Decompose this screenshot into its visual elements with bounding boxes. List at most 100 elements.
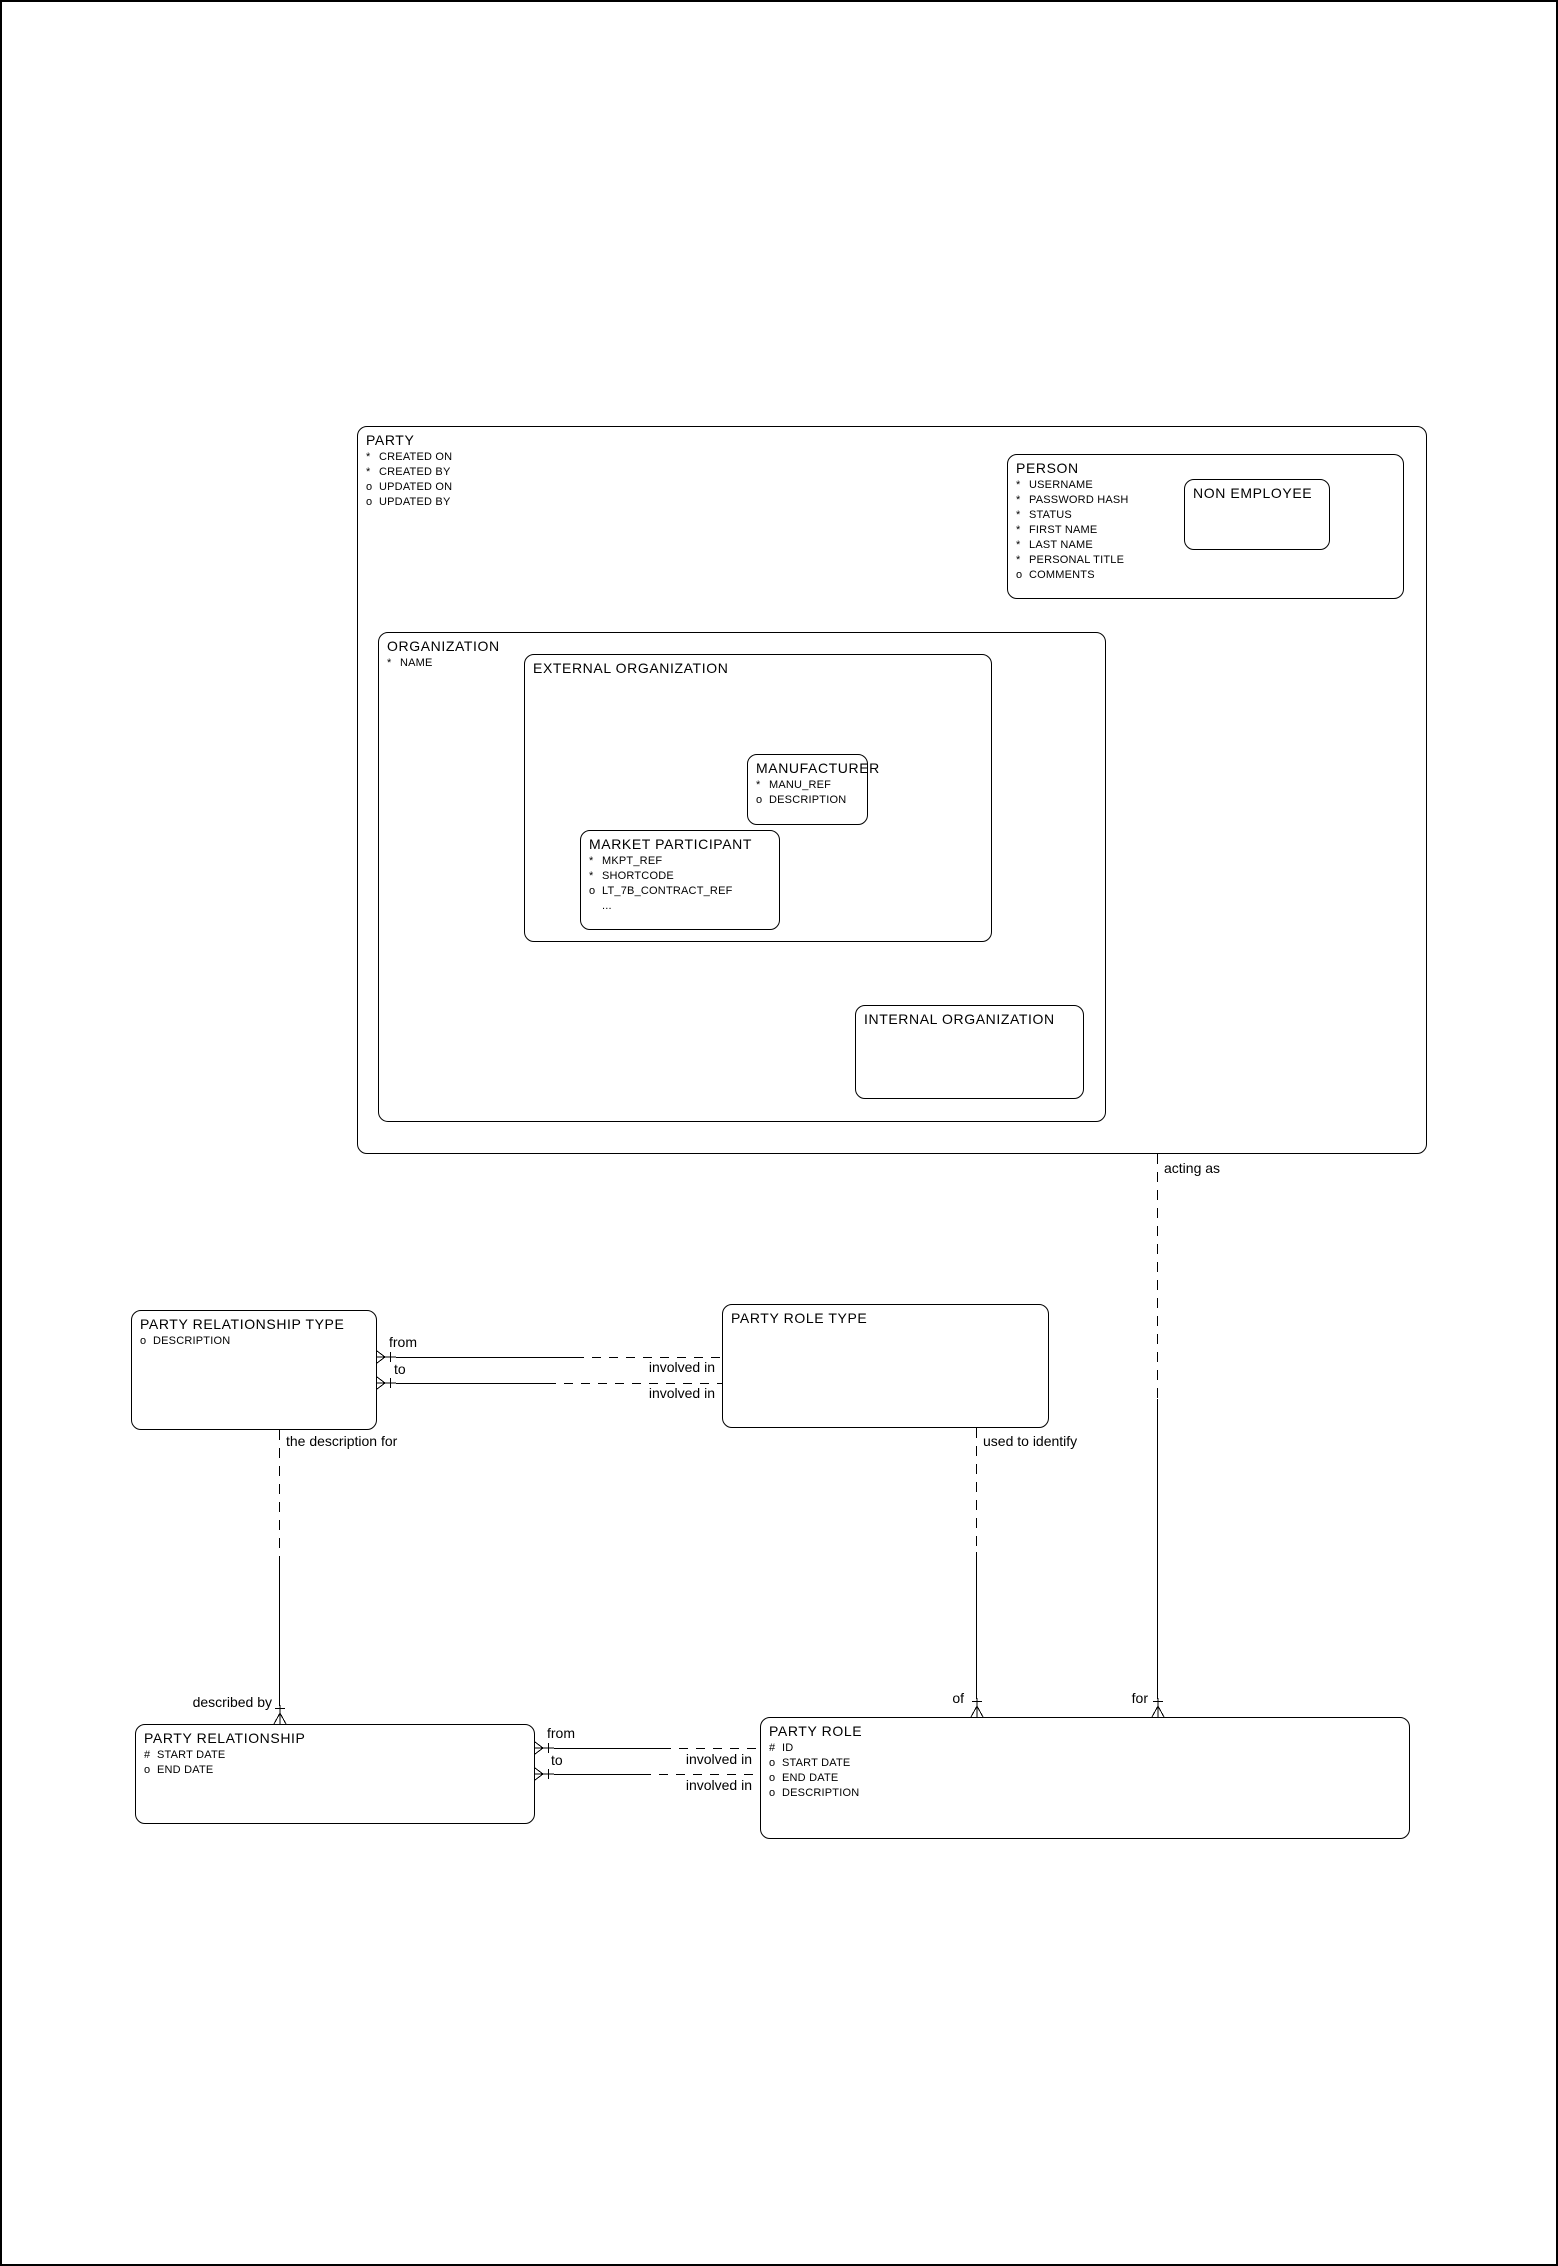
attribute-row: ... bbox=[589, 899, 771, 914]
attribute-name: MANU_REF bbox=[769, 779, 832, 791]
relationship-to-line-optional-segment bbox=[642, 1774, 760, 1775]
attribute-name: PASSWORD HASH bbox=[1029, 494, 1129, 506]
attribute-name: ... bbox=[602, 900, 612, 912]
attribute-row: * PASSWORD HASH bbox=[1016, 493, 1395, 508]
entity-title: PERSON bbox=[1016, 460, 1079, 476]
attribute-flag: * bbox=[756, 779, 761, 791]
attribute-flag: o bbox=[140, 1335, 147, 1347]
attribute-row: *FIRST NAME bbox=[1016, 523, 1395, 538]
attribute-row: # START DATE bbox=[144, 1748, 526, 1763]
attribute-name: SHORTCODE bbox=[602, 870, 674, 882]
attribute-name: END DATE bbox=[782, 1772, 839, 1784]
entity-title: PARTY RELATIONSHIP TYPE bbox=[140, 1316, 345, 1332]
attribute-flag: * bbox=[366, 466, 371, 478]
attribute-flag: # bbox=[144, 1749, 151, 1761]
relationship-from-line-optional-segment bbox=[662, 1748, 760, 1749]
attribute-flag: * bbox=[366, 451, 371, 463]
attribute-name: DESCRIPTION bbox=[782, 1787, 860, 1799]
entity-market-participant[interactable]: MARKET PARTICIPANT *MKPT_REF *SHORTCODE … bbox=[580, 830, 780, 930]
attribute-name: NAME bbox=[400, 657, 433, 669]
relationship-from-line-mandatory-segment bbox=[554, 1748, 662, 1749]
type-from-line-optional-segment bbox=[575, 1357, 722, 1358]
attribute-row: * MANU_REF bbox=[756, 778, 859, 793]
entity-title: EXTERNAL ORGANIZATION bbox=[533, 660, 729, 676]
attribute-row: o LT_7B_CONTRACT_REF bbox=[589, 884, 771, 899]
attribute-flag: o bbox=[1016, 569, 1023, 581]
attribute-row: o END DATE bbox=[769, 1771, 1401, 1786]
attribute-flag: o bbox=[589, 885, 596, 897]
entity-title: INTERNAL ORGANIZATION bbox=[864, 1011, 1055, 1027]
attribute-flag: o bbox=[756, 794, 763, 806]
attribute-flag: o bbox=[769, 1757, 776, 1769]
attribute-name: UPDATED ON bbox=[379, 481, 453, 493]
attribute-name: START DATE bbox=[157, 1749, 226, 1761]
attribute-flag: * bbox=[1016, 494, 1021, 506]
attribute-name: START DATE bbox=[782, 1757, 851, 1769]
attribute-row: o UPDATED ON bbox=[366, 480, 1418, 495]
relation-label-involved-in: involved in bbox=[685, 1751, 752, 1767]
entity-title: ORGANIZATION bbox=[387, 638, 500, 654]
attribute-row: # ID bbox=[769, 1741, 1401, 1756]
attribute-name: PERSONAL TITLE bbox=[1029, 554, 1125, 566]
attribute-name: COMMENTS bbox=[1029, 569, 1095, 581]
attribute-name: STATUS bbox=[1029, 509, 1072, 521]
attribute-flag: # bbox=[769, 1742, 776, 1754]
relation-label-from: from bbox=[547, 1725, 575, 1741]
attribute-flag: * bbox=[1016, 509, 1021, 521]
entity-party-role-type[interactable]: PARTY ROLE TYPE bbox=[722, 1304, 1049, 1428]
description-for-line-mandatory-segment bbox=[279, 1562, 280, 1706]
attribute-name: LT_7B_CONTRACT_REF bbox=[602, 885, 733, 897]
attribute-row: * STATUS bbox=[1016, 508, 1395, 523]
attribute-name: FIRST NAME bbox=[1029, 524, 1098, 536]
entity-title: PARTY ROLE bbox=[769, 1723, 863, 1739]
type-to-line-mandatory-segment bbox=[396, 1383, 547, 1384]
attribute-name: CREATED ON bbox=[379, 451, 453, 463]
crow-foot-icon bbox=[534, 1741, 554, 1755]
type-from-line-mandatory-segment bbox=[396, 1357, 575, 1358]
attribute-name: ID bbox=[782, 1742, 794, 1754]
entity-internal-organization[interactable]: INTERNAL ORGANIZATION bbox=[855, 1005, 1084, 1099]
acting-as-line-optional-segment bbox=[1157, 1154, 1158, 1399]
attribute-row: *CREATED BY bbox=[366, 465, 1418, 480]
attribute-flag: o bbox=[366, 481, 373, 493]
relation-label-involved-in: involved in bbox=[648, 1385, 715, 1401]
relation-label-described-by: described by bbox=[192, 1694, 272, 1710]
used-to-identify-line-optional-segment bbox=[976, 1428, 977, 1552]
attribute-name: MKPT_REF bbox=[602, 855, 663, 867]
attribute-row: o END DATE bbox=[144, 1763, 526, 1778]
acting-as-line-mandatory-segment bbox=[1157, 1399, 1158, 1699]
attribute-flag: o bbox=[769, 1772, 776, 1784]
relation-label-to: to bbox=[394, 1361, 406, 1377]
entity-non-employee[interactable]: NON EMPLOYEE bbox=[1184, 479, 1330, 550]
attribute-name: LAST NAME bbox=[1029, 539, 1093, 551]
attribute-flag bbox=[589, 899, 602, 914]
attribute-name: UPDATED BY bbox=[379, 496, 451, 508]
crow-foot-icon bbox=[534, 1767, 554, 1781]
attribute-flag: * bbox=[1016, 479, 1021, 491]
crow-foot-icon bbox=[1151, 1698, 1165, 1718]
relation-label-involved-in: involved in bbox=[648, 1359, 715, 1375]
attribute-name: END DATE bbox=[157, 1764, 214, 1776]
attribute-flag: * bbox=[1016, 539, 1021, 551]
attribute-flag: * bbox=[589, 855, 594, 867]
crow-foot-icon bbox=[376, 1376, 396, 1390]
attribute-name: USERNAME bbox=[1029, 479, 1093, 491]
relation-label-acting-as: acting as bbox=[1164, 1160, 1221, 1176]
crow-foot-icon bbox=[970, 1698, 984, 1718]
attribute-row: o START DATE bbox=[769, 1756, 1401, 1771]
relation-label-involved-in: involved in bbox=[685, 1777, 752, 1793]
relation-label-of: of bbox=[952, 1690, 964, 1706]
attribute-row: *SHORTCODE bbox=[589, 869, 771, 884]
attribute-flag: o bbox=[144, 1764, 151, 1776]
attribute-flag: * bbox=[387, 657, 392, 669]
crow-foot-icon bbox=[376, 1350, 396, 1364]
